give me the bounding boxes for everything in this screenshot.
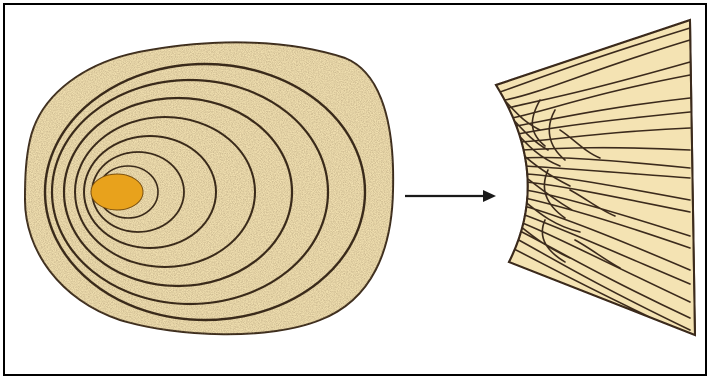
right-arrow-icon bbox=[405, 190, 496, 202]
core-nucleus bbox=[91, 174, 143, 210]
fibrous-wedge bbox=[496, 20, 695, 335]
cross-section bbox=[20, 35, 400, 345]
wedge-outline bbox=[496, 20, 695, 335]
